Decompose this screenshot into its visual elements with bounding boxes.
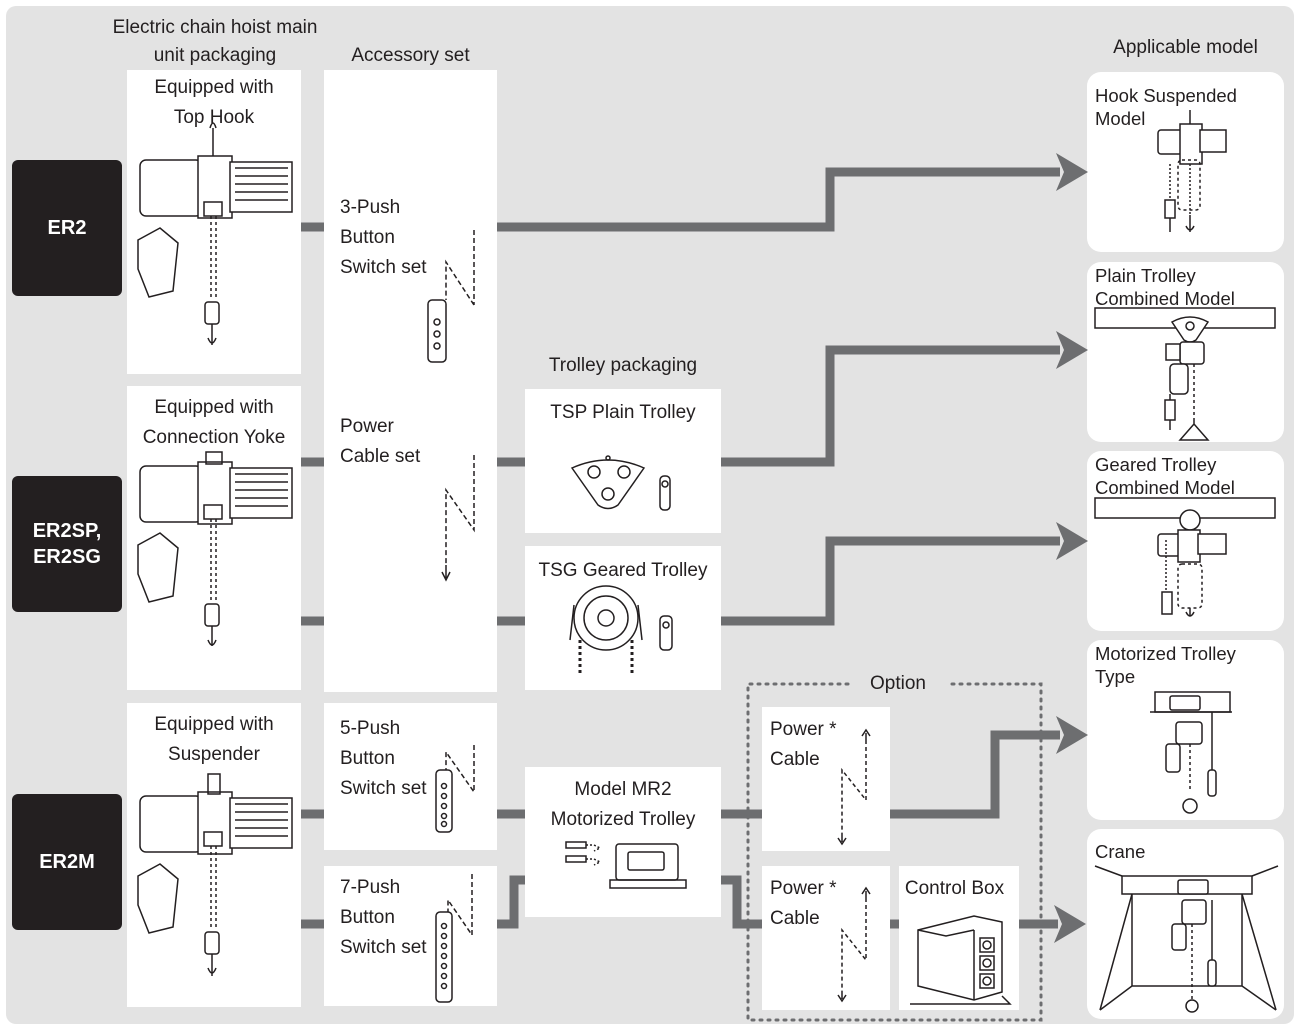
- accessory-set-column: [324, 70, 497, 692]
- accessory-label-power-cable: Power Cable set: [340, 416, 421, 467]
- motorized-trolley-model-illustration: [1150, 691, 1232, 814]
- header-applicable-model: Applicable model: [1113, 37, 1258, 58]
- tsp-plain-trolley-illustration: [570, 455, 671, 511]
- crane-model-illustration: [1094, 865, 1279, 1013]
- hoist-label-connection-yoke: Equipped with Connection Yoke: [142, 397, 286, 448]
- header-trolley-packaging: Trolley packaging: [548, 355, 698, 376]
- header-accessory-set: Accessory set: [351, 45, 470, 66]
- hoist-connection-yoke-illustration: [137, 451, 293, 646]
- option-label-power-cable-1: Power * Cable: [770, 719, 837, 770]
- arrow-plain-trolley: [1056, 331, 1088, 369]
- accessory-7-push-switch: [324, 866, 497, 1006]
- arrow-motorized-trolley: [1056, 716, 1088, 754]
- model-box-er2sp-er2sg: ER2SP, ER2SG: [12, 476, 122, 612]
- power-cable-illustration: [441, 455, 475, 582]
- applicable-label-hook-suspended: Hook Suspended Model: [1095, 85, 1237, 129]
- push-button-5-illustration: [435, 745, 475, 833]
- hoist-top-hook-illustration: [137, 122, 293, 345]
- mr2-motorized-trolley-illustration: [565, 841, 687, 889]
- hoist-label-top-hook: Equipped with Top Hook: [154, 77, 274, 128]
- push-button-7-illustration: [435, 874, 473, 1003]
- tsg-geared-trolley-illustration: [569, 585, 673, 675]
- accessory-5-push-switch: [324, 703, 497, 850]
- header-option: Option: [850, 669, 946, 699]
- option-power-cable-1: [762, 707, 890, 851]
- option-label-control-box: Control Box: [904, 878, 1005, 899]
- applicable-label-motorized-trolley: Motorized Trolley Type: [1095, 643, 1236, 687]
- option-dotted-frame: [746, 682, 1043, 1022]
- accessory-label-3-push: 3-Push Button Switch set: [340, 197, 427, 278]
- arrow-hook-suspended: [1056, 153, 1088, 191]
- option-power-cable-2-illustration: [837, 886, 871, 1003]
- connector-lines: [301, 167, 1060, 929]
- trolley-label-mr2: Model MR2 Motorized Trolley: [550, 779, 696, 830]
- hoist-unit-suspender: [127, 703, 301, 1007]
- trolley-label-tsg: TSG Geared Trolley: [538, 560, 708, 581]
- connector-arrowheads: [1054, 153, 1088, 943]
- arrow-crane: [1054, 905, 1086, 943]
- applicable-label-plain-trolley: Plain Trolley Combined Model: [1095, 265, 1235, 309]
- accessory-label-7-push: 7-Push Button Switch set: [340, 877, 427, 958]
- arrow-geared-trolley: [1056, 522, 1088, 560]
- option-power-cable-2: [762, 866, 890, 1010]
- header-main-unit-packaging: Electric chain hoist main unit packaging: [112, 17, 318, 66]
- option-power-cable-1-illustration: [837, 728, 871, 846]
- control-box-illustration: [910, 915, 1012, 1005]
- accessory-label-5-push: 5-Push Button Switch set: [340, 718, 427, 799]
- hoist-label-suspender: Equipped with Suspender: [154, 714, 274, 765]
- trolley-label-tsp: TSP Plain Trolley: [550, 402, 696, 423]
- applicable-label-geared-trolley: Geared Trolley Combined Model: [1095, 454, 1235, 498]
- plain-trolley-model-illustration: [1094, 307, 1276, 441]
- push-button-3-illustration: [427, 230, 475, 363]
- hook-suspended-model-illustration: [1157, 110, 1227, 232]
- trolley-mr2-motorized: [525, 767, 721, 917]
- model-box-er2: ER2: [12, 160, 122, 296]
- applicable-label-crane: Crane: [1095, 841, 1146, 862]
- geared-trolley-model-illustration: [1094, 497, 1276, 617]
- hoist-suspender-illustration: [137, 773, 293, 976]
- option-label-power-cable-2: Power * Cable: [770, 878, 837, 929]
- model-box-er2m: ER2M: [12, 794, 122, 930]
